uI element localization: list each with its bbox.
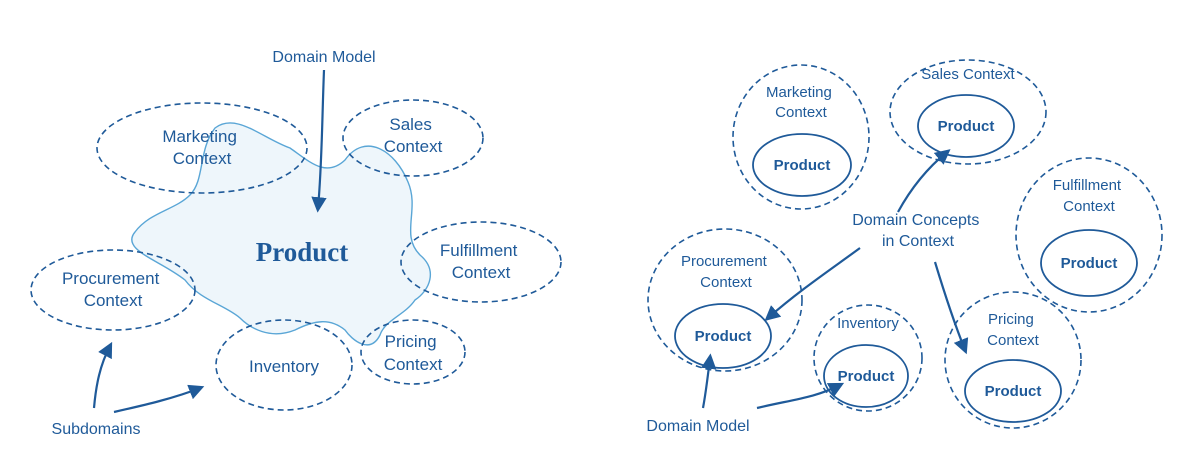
sales-context-label: Sales Context: [384, 115, 443, 156]
marketing-context-label: Marketing Context: [162, 127, 241, 168]
concepts-to-procurement-arrow: [764, 247, 861, 322]
r-domain-model-caption: Domain Model: [646, 418, 749, 435]
procurement-context-label: Procurement Context: [62, 269, 164, 310]
r-inventory-context-circle: [813, 304, 923, 412]
inventory-context-ellipse: [215, 319, 353, 411]
r-sales-product-ellipse: [917, 94, 1015, 158]
left-panel: Domain Model Subdomains Product Marketin…: [30, 49, 562, 438]
fulfillment-context-ellipse: [400, 221, 562, 303]
subdomains-caption: Subdomains: [52, 421, 141, 438]
r-pricing-context-circle: [944, 291, 1082, 429]
sales-context-ellipse: [342, 99, 484, 177]
right-panel: Marketing Context Sales Context Fulfillm…: [646, 59, 1163, 435]
marketing-context-ellipse: [96, 102, 308, 194]
fulfillment-context-label: Fulfillment Context: [440, 241, 522, 282]
r-pricing-product-ellipse: [964, 359, 1062, 423]
domain-model-caption: Domain Model: [272, 49, 375, 66]
central-product-label: Product: [256, 237, 349, 267]
r-inventory-context-label: Inventory: [837, 315, 899, 332]
r-procurement-context-circle: [647, 228, 803, 372]
r-fulfillment-context-label: Fulfillment Context: [1053, 177, 1126, 215]
r-sales-context-label: Sales Context: [921, 66, 1015, 83]
subdomains-to-inventory-arrow: [113, 384, 205, 414]
r-pricing-context-label: Pricing Context: [987, 311, 1040, 349]
r-fulfillment-context-circle: [1015, 157, 1163, 313]
model-to-procurement-arrow: [701, 353, 717, 409]
r-sales-context-circle: [889, 59, 1047, 165]
r-fulfillment-product-ellipse: [1040, 229, 1138, 297]
r-marketing-context-label: Marketing Context: [766, 84, 836, 121]
r-pricing-product-label: Product: [985, 383, 1042, 400]
r-marketing-product-ellipse: [752, 133, 852, 197]
procurement-context-ellipse: [30, 249, 196, 331]
pricing-context-label: Pricing Context: [384, 332, 443, 374]
r-inventory-product-ellipse: [823, 344, 909, 408]
r-marketing-product-label: Product: [774, 157, 831, 174]
subdomains-to-procurement-arrow: [92, 341, 113, 409]
pricing-context-ellipse: [360, 319, 466, 385]
r-procurement-product-label: Product: [695, 328, 752, 345]
domain-model-arrow: [311, 69, 327, 213]
product-blob: [131, 122, 431, 346]
domain-concepts-caption: Domain Concepts in Context: [852, 212, 984, 250]
r-procurement-product-ellipse: [674, 303, 772, 369]
r-fulfillment-product-label: Product: [1061, 255, 1118, 272]
concepts-to-pricing-arrow: [933, 261, 969, 355]
concepts-to-sales-arrow: [897, 149, 951, 213]
inventory-context-label: Inventory: [249, 357, 319, 376]
r-inventory-product-label: Product: [838, 368, 895, 385]
r-procurement-context-label: Procurement Context: [681, 253, 771, 291]
r-sales-product-label: Product: [938, 118, 995, 135]
model-to-inventory-arrow: [756, 382, 845, 410]
r-marketing-context-circle: [732, 64, 870, 210]
